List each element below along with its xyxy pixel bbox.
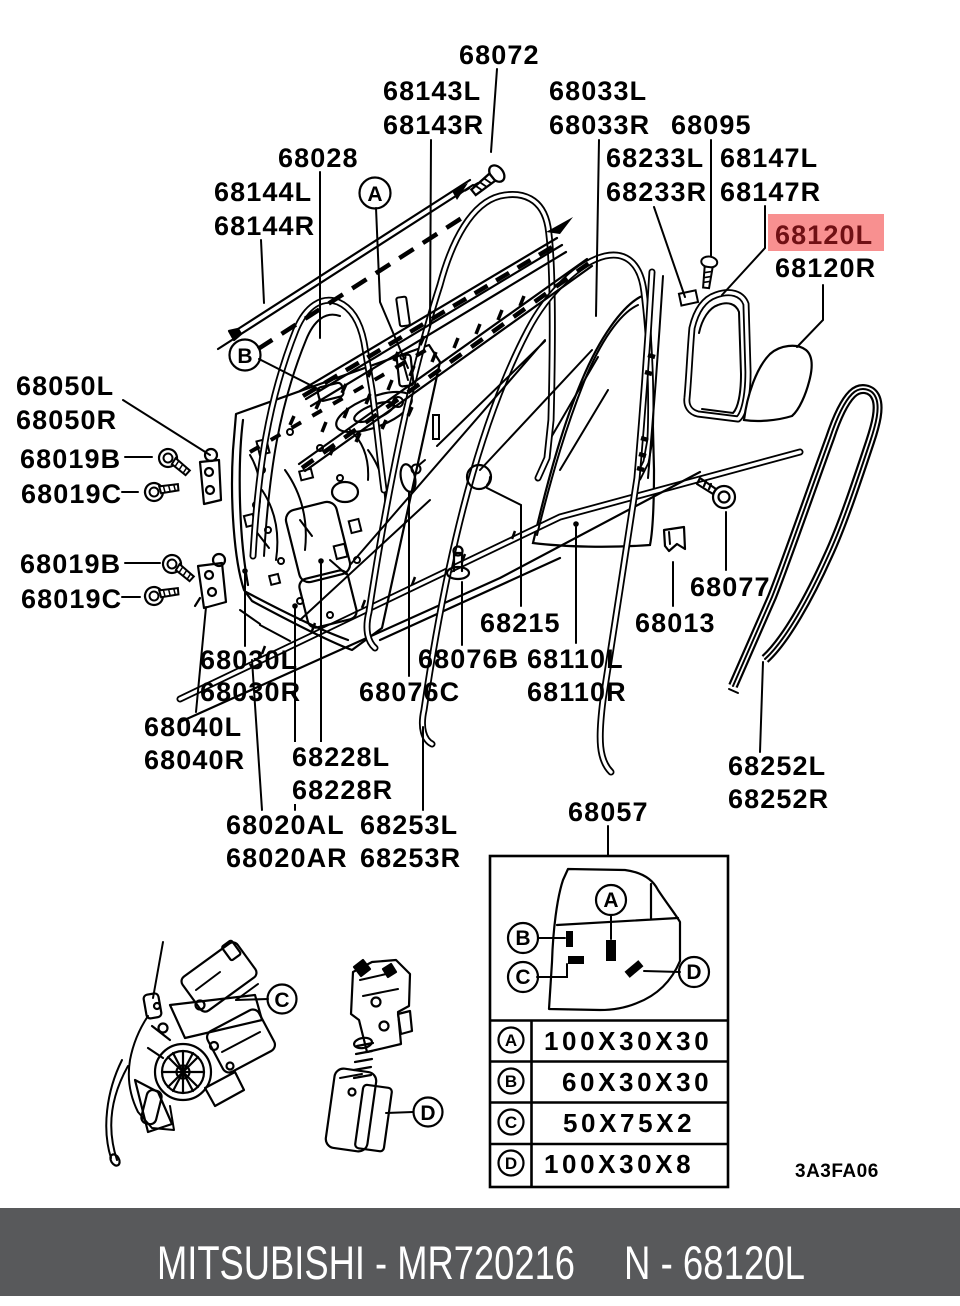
svg-text:60X30X30: 60X30X30 [562,1067,712,1097]
svg-text:A: A [505,1031,517,1050]
svg-text:68076B: 68076B [418,644,519,674]
svg-text:68030L: 68030L [200,645,298,675]
svg-text:68215: 68215 [480,608,561,638]
svg-text:50X75X2: 50X75X2 [563,1108,695,1138]
svg-text:68252L: 68252L [728,751,826,781]
svg-text:68095: 68095 [671,110,752,140]
svg-text:B: B [505,1072,517,1091]
svg-text:68019B: 68019B [20,444,121,474]
svg-text:B: B [515,927,530,950]
svg-text:68143R: 68143R [383,110,484,140]
svg-text:68040R: 68040R [144,745,245,775]
svg-text:68252R: 68252R [728,784,829,814]
svg-text:100X30X8: 100X30X8 [544,1149,694,1179]
svg-text:68050L: 68050L [16,371,114,401]
svg-text:68076C: 68076C [359,677,460,707]
svg-text:68253L: 68253L [360,810,458,840]
svg-text:68019C: 68019C [21,479,122,509]
svg-text:68040L: 68040L [144,712,242,742]
svg-text:68120L: 68120L [775,220,873,250]
svg-text:68253R: 68253R [360,843,461,873]
svg-text:68144R: 68144R [214,211,315,241]
svg-text:68110L: 68110L [527,644,624,674]
svg-text:A: A [367,183,382,206]
svg-text:68144L: 68144L [214,177,312,207]
svg-text:100X30X30: 100X30X30 [544,1026,712,1056]
svg-text:68028: 68028 [278,143,359,173]
svg-text:68110R: 68110R [527,677,627,707]
svg-text:D: D [686,961,701,984]
svg-text:68020AR: 68020AR [226,843,348,873]
svg-text:C: C [274,989,289,1012]
svg-text:68147L: 68147L [720,143,818,173]
svg-text:N - 68120L: N - 68120L [624,1236,805,1289]
svg-text:68233L: 68233L [606,143,704,173]
svg-text:68020AL: 68020AL [226,810,345,840]
svg-text:C: C [505,1113,517,1132]
svg-text:68120R: 68120R [775,253,876,283]
svg-text:D: D [420,1102,435,1125]
svg-text:B: B [237,345,252,368]
svg-text:3A3FA06: 3A3FA06 [795,1161,879,1182]
svg-text:68147R: 68147R [720,177,821,207]
svg-text:MITSUBISHI - MR720216: MITSUBISHI - MR720216 [157,1236,575,1289]
svg-text:D: D [505,1154,517,1173]
svg-text:68030R: 68030R [200,677,301,707]
svg-text:C: C [515,966,530,989]
svg-text:68143L: 68143L [383,76,481,106]
svg-text:68228L: 68228L [292,742,390,772]
svg-text:68013: 68013 [635,608,716,638]
svg-text:68019C: 68019C [21,584,122,614]
svg-text:68033L: 68033L [549,76,647,106]
svg-text:68228R: 68228R [292,775,393,805]
svg-text:68019B: 68019B [20,549,121,579]
svg-text:A: A [603,889,618,912]
svg-text:68233R: 68233R [606,177,707,207]
svg-text:68050R: 68050R [16,405,117,435]
svg-text:68072: 68072 [459,40,540,70]
svg-text:68057: 68057 [568,797,649,827]
svg-text:68077: 68077 [690,572,771,602]
svg-text:68033R: 68033R [549,110,650,140]
